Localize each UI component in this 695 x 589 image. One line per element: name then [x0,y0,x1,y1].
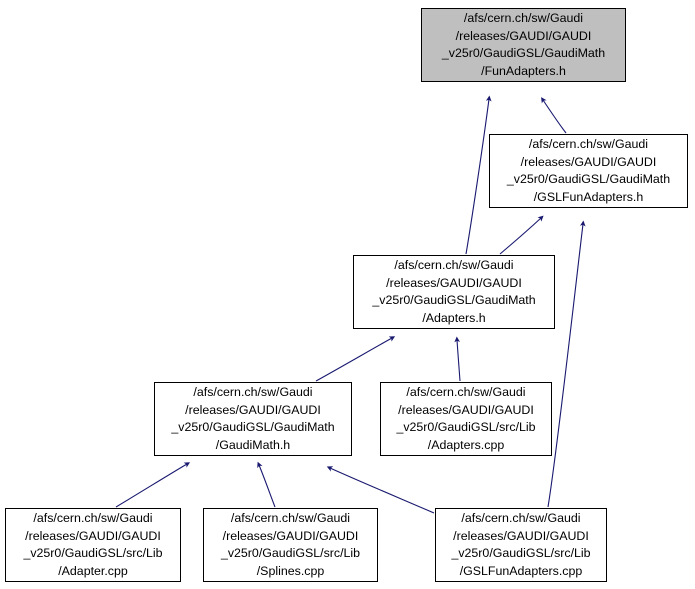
node-gslfunadapters-h[interactable]: /afs/cern.ch/sw/Gaudi/releases/GAUDI/GAU… [489,134,688,208]
node-label-line: /Splines.cpp [256,563,325,578]
node-gaudimath-h[interactable]: /afs/cern.ch/sw/Gaudi/releases/GAUDI/GAU… [154,382,352,456]
edge-gaudimath-h-to-adapters-h [315,336,396,382]
node-label-line: /afs/cern.ch/sw/Gaudi [193,385,313,399]
node-label-line: _v25r0/GaudiGSL/src/Lib [451,546,591,560]
edge-adapters-h-to-gslfunadapters-h [499,215,544,255]
node-label-line: _v25r0/GaudiGSL/src/Lib [23,546,163,560]
node-adapters-h[interactable]: /afs/cern.ch/sw/Gaudi/releases/GAUDI/GAU… [353,255,555,329]
node-label-line: /releases/GAUDI/GAUDI [453,528,589,543]
node-label-line: /afs/cern.ch/sw/Gaudi [33,511,153,525]
node-label-line: /Adapter.cpp [58,563,128,578]
edge-adapters-cpp-to-adapters-h [454,336,461,382]
node-label-line: _v25r0/GaudiGSL/src/Lib [220,546,361,560]
edge-adapter-cpp-to-gaudimath-h [115,462,191,508]
node-label-line: /Adapters.cpp [427,437,505,452]
node-splines-cpp[interactable]: /afs/cern.ch/sw/Gaudi/releases/GAUDI/GAU… [203,508,378,582]
node-label-line: /releases/GAUDI/GAUDI [222,528,359,543]
edge-gslfunadapters-cpp-to-gaudimath-h [326,466,435,514]
node-label-line: _v25r0/GaudiGSL/src/Lib [396,420,536,434]
node-label-line: /afs/cern.ch/sw/Gaudi [528,137,649,151]
node-label-line: /GaudiMath.h [215,437,291,452]
node-label-line: /releases/GAUDI/GAUDI [386,275,522,290]
node-label-line: /Adapters.h [422,310,486,325]
edge-adapters-h-to-funadapters-h [465,95,492,255]
node-label-line: /GSLFunAdapters.cpp [459,563,583,578]
node-funadapters-h[interactable]: /afs/cern.ch/sw/Gaudi/releases/GAUDI/GAU… [421,8,626,82]
node-label-line: /releases/GAUDI/GAUDI [398,402,534,417]
node-label-line: _v25r0/GaudiGSL/GaudiMath [372,293,536,307]
node-label-line: /afs/cern.ch/sw/Gaudi [394,258,514,272]
node-label-line: /GSLFunAdapters.h [533,189,644,204]
node-label-line: /releases/GAUDI/GAUDI [185,402,321,417]
node-label-line: /afs/cern.ch/sw/Gaudi [406,385,526,399]
node-label-line: /afs/cern.ch/sw/Gaudi [461,511,581,525]
node-label-line: /releases/GAUDI/GAUDI [520,154,657,169]
node-label-line: /afs/cern.ch/sw/Gaudi [230,511,351,525]
node-label-line: /afs/cern.ch/sw/Gaudi [463,11,584,25]
node-label-line: _v25r0/GaudiGSL/GaudiMath [506,172,671,186]
node-adapter-cpp[interactable]: /afs/cern.ch/sw/Gaudi/releases/GAUDI/GAU… [5,508,181,582]
node-adapters-cpp[interactable]: /afs/cern.ch/sw/Gaudi/releases/GAUDI/GAU… [380,382,552,456]
node-label-line: _v25r0/GaudiGSL/GaudiMath [441,46,606,60]
node-gslfunadapters-cpp[interactable]: /afs/cern.ch/sw/Gaudi/releases/GAUDI/GAU… [435,508,607,582]
node-label-line: /releases/GAUDI/GAUDI [455,28,592,43]
edge-gslfunadapters-h-to-funadapters-h [541,97,567,134]
edge-splines-cpp-to-gaudimath-h [257,461,276,508]
node-label-line: /FunAdapters.h [481,63,566,78]
node-label-line: /releases/GAUDI/GAUDI [25,528,161,543]
node-label-line: _v25r0/GaudiGSL/GaudiMath [171,420,335,434]
